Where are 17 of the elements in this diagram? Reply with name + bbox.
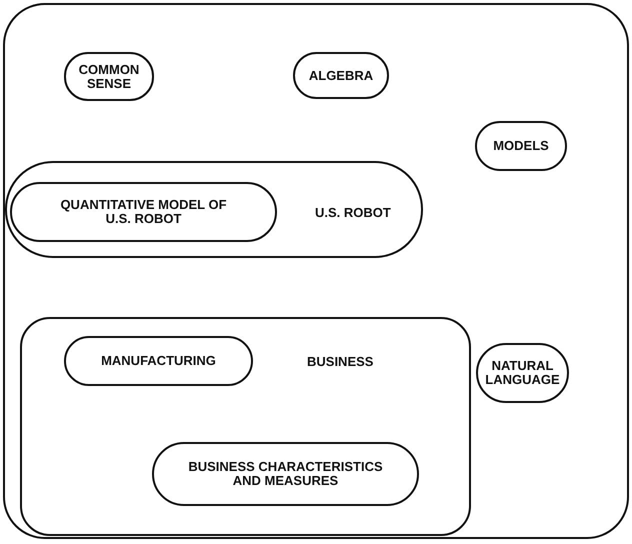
- group-label: U.S. ROBOT: [315, 206, 391, 220]
- group-container: [5, 161, 423, 258]
- box-label: COMMON SENSE: [78, 62, 140, 90]
- rounded-box: [293, 52, 389, 99]
- outer-frame: [3, 3, 629, 539]
- box-label: MODELS: [493, 139, 549, 153]
- rounded-box: [64, 336, 253, 386]
- box-label: QUANTITATIVE MODEL OF U.S. ROBOT: [59, 198, 228, 226]
- group-label: BUSINESS: [307, 355, 374, 369]
- group-container: [20, 317, 471, 536]
- rounded-box: [10, 182, 277, 242]
- box-label: MANUFACTURING: [101, 354, 216, 368]
- box-label: ALGEBRA: [308, 68, 374, 82]
- box-label: BUSINESS CHARACTERISTICS AND MEASURES: [187, 460, 384, 488]
- rounded-box: [475, 121, 567, 171]
- box-label: NATURAL LANGUAGE: [484, 359, 561, 387]
- rounded-box: [64, 52, 154, 101]
